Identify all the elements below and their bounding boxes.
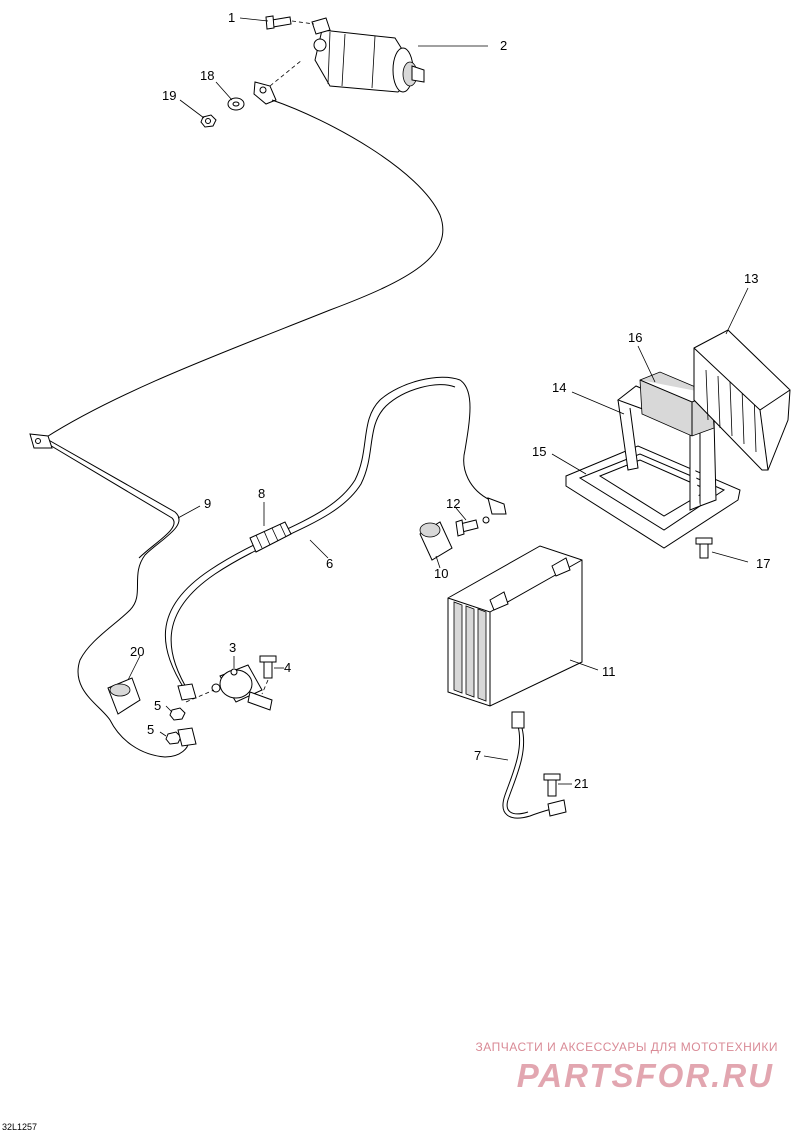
callout-4: 4 <box>284 660 291 675</box>
callout-16: 16 <box>628 330 642 345</box>
callout-17: 17 <box>756 556 770 571</box>
callout-5-upper: 5 <box>154 698 161 713</box>
callout-18: 18 <box>200 68 214 83</box>
callout-8: 8 <box>258 486 265 501</box>
screw-21 <box>543 773 561 797</box>
screw-12 <box>455 516 490 537</box>
screw-17 <box>695 537 713 559</box>
callout-12: 12 <box>446 496 460 511</box>
terminal-lug-cable-9 <box>29 433 53 449</box>
terminal-lug-cable-6 <box>487 497 507 515</box>
protector-8 <box>249 521 292 553</box>
terminal-lug-starter <box>253 81 277 105</box>
callout-13: 13 <box>744 271 758 286</box>
callout-20: 20 <box>130 644 144 659</box>
cable-9 <box>44 99 444 758</box>
callout-19: 19 <box>162 88 176 103</box>
callout-1: 1 <box>228 10 235 25</box>
boot-20 <box>107 677 141 715</box>
battery-support-15 <box>565 445 741 549</box>
callout-7: 7 <box>474 748 481 763</box>
cover-13 <box>693 329 791 471</box>
leader-lines <box>127 17 749 785</box>
nut-5-upper <box>169 707 186 721</box>
callout-2: 2 <box>500 38 507 53</box>
callout-10: 10 <box>434 566 448 581</box>
bolt-1 <box>265 15 292 30</box>
callout-9: 9 <box>204 496 211 511</box>
cable-6 <box>164 376 491 691</box>
watermark-logo: PARTSFOR.RU <box>516 1057 774 1094</box>
starter-motor <box>311 17 425 93</box>
washer-18 <box>227 97 245 111</box>
terminal-lug-cable-7 <box>511 711 567 817</box>
callout-6: 6 <box>326 556 333 571</box>
watermark-tagline: ЗАПЧАСТИ И АКСЕССУАРЫ ДЛЯ МОТОТЕХНИКИ <box>475 1040 778 1054</box>
nut-5-lower <box>165 731 182 745</box>
screw-4 <box>259 655 277 679</box>
callout-3: 3 <box>229 640 236 655</box>
nut-19 <box>200 114 217 128</box>
callout-14: 14 <box>552 380 566 395</box>
drawing-code: 32L1257 <box>2 1122 38 1132</box>
boot-10 <box>419 521 453 561</box>
battery-11 <box>447 545 583 707</box>
cable-7 <box>502 725 556 819</box>
solenoid-3 <box>211 664 273 711</box>
callout-21: 21 <box>574 776 588 791</box>
callout-5-lower: 5 <box>147 722 154 737</box>
callout-11: 11 <box>602 664 616 679</box>
callout-15: 15 <box>532 444 546 459</box>
